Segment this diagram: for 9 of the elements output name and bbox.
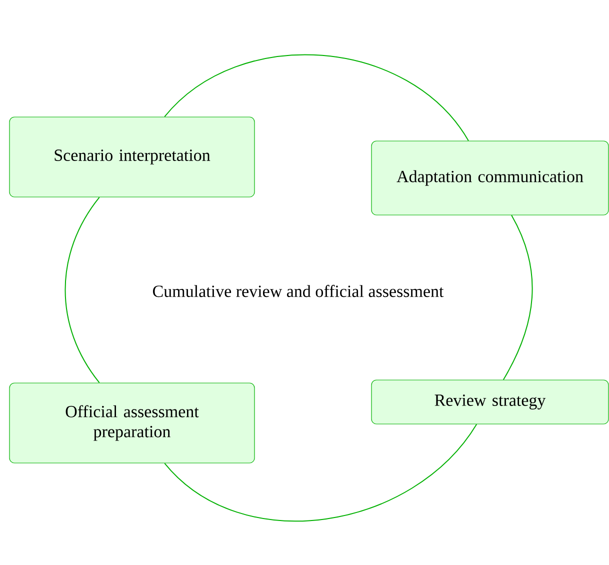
process-box: Adaptation communication [371,140,609,216]
process-box: Review strategy [371,380,609,424]
connector-arc [502,214,533,380]
process-box: Scenario interpretation [9,116,255,198]
center-label: Cumulative review and official assessment [152,284,444,298]
connector-arc [164,424,478,522]
connector-arc [64,196,100,384]
connector-arc [164,54,469,142]
process-box: Official assessment preparation [9,382,255,464]
